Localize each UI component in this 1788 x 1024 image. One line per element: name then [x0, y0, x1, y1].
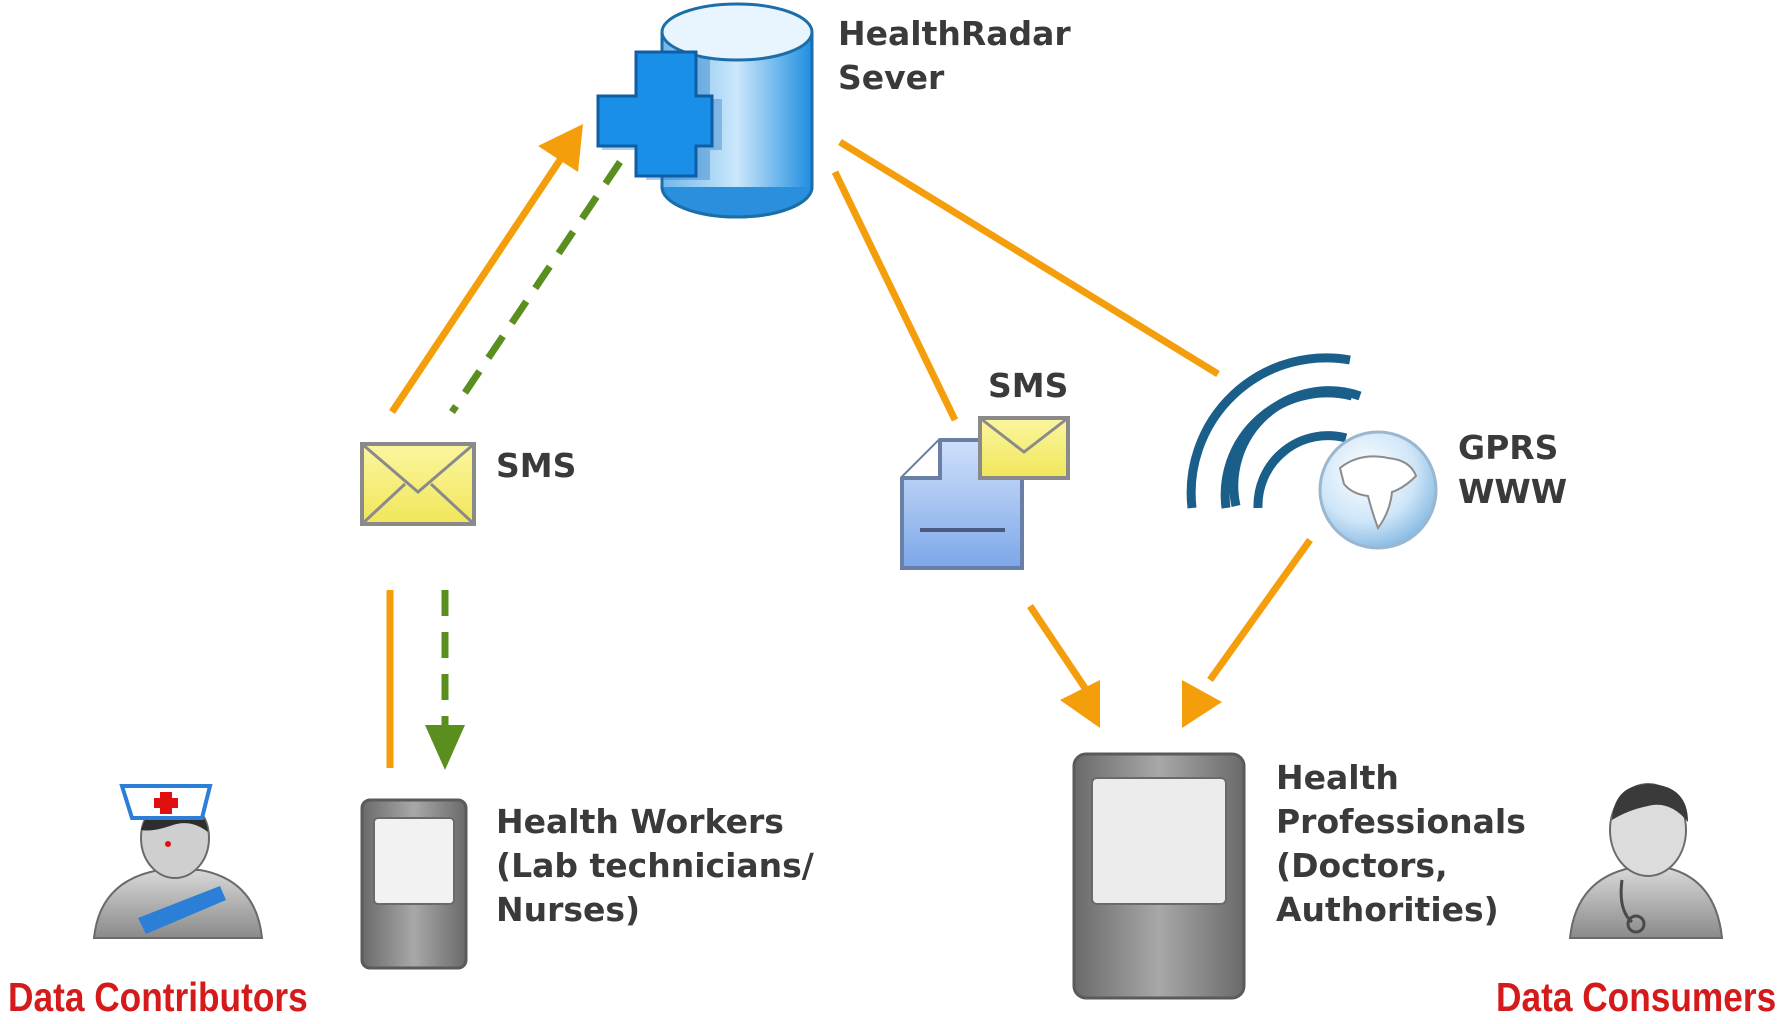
health-professionals-line1: Health	[1276, 758, 1399, 797]
nurse-icon	[92, 784, 264, 939]
arrow-sms-to-server	[389, 146, 571, 414]
medical-cross-icon	[596, 50, 722, 180]
arrowhead-server	[538, 124, 583, 172]
health-workers-line2: (Lab technicians/	[496, 846, 814, 885]
server-label: HealthRadar Sever	[838, 12, 1071, 100]
health-professionals-line3: (Doctors,	[1276, 846, 1448, 885]
arrowhead-professionals-left	[1060, 680, 1100, 728]
globe-icon	[1318, 430, 1438, 550]
line-server-to-gprs	[838, 139, 1220, 377]
gprs-label-line1: GPRS	[1458, 428, 1559, 467]
sms-contributor-label: SMS	[496, 446, 577, 485]
health-professionals-line2: Professionals	[1276, 802, 1526, 841]
arrowhead-professionals-right	[1182, 680, 1222, 728]
arrowhead-health-workers	[425, 725, 465, 770]
gprs-label: GPRS WWW	[1458, 426, 1567, 514]
green-dashed-arrows	[441, 160, 623, 725]
health-workers-label: Health Workers (Lab technicians/ Nurses)	[496, 800, 814, 932]
health-professionals-line4: Authorities)	[1276, 890, 1499, 929]
orange-arrows	[386, 139, 1313, 768]
orange-arrowheads	[538, 124, 1222, 728]
health-workers-line3: Nurses)	[496, 890, 641, 929]
wireless-signal-icon	[1186, 353, 1362, 509]
dashed-server-to-sms	[449, 160, 623, 414]
doctor-icon	[1568, 783, 1724, 939]
health-workers-line1: Health Workers	[496, 802, 784, 841]
health-professionals-label: Health Professionals (Doctors, Authoriti…	[1276, 756, 1526, 932]
tablet-device-icon	[1072, 752, 1246, 1000]
envelope-icon	[978, 416, 1070, 480]
server-label-line1: HealthRadar	[838, 14, 1071, 53]
sms-consumer-label: SMS	[988, 366, 1069, 405]
line-server-to-sms-doc	[831, 170, 959, 422]
arrow-doc-to-professionals	[1027, 604, 1088, 690]
gprs-label-line2: WWW	[1458, 472, 1568, 511]
mobile-phone-icon	[360, 798, 468, 970]
envelope-icon	[360, 442, 476, 526]
data-consumers-label: Data Consumers	[1496, 974, 1777, 1020]
server-label-line2: Sever	[838, 58, 945, 97]
arrow-globe-to-professionals	[1207, 537, 1313, 683]
data-contributors-label: Data Contributors	[8, 974, 308, 1020]
